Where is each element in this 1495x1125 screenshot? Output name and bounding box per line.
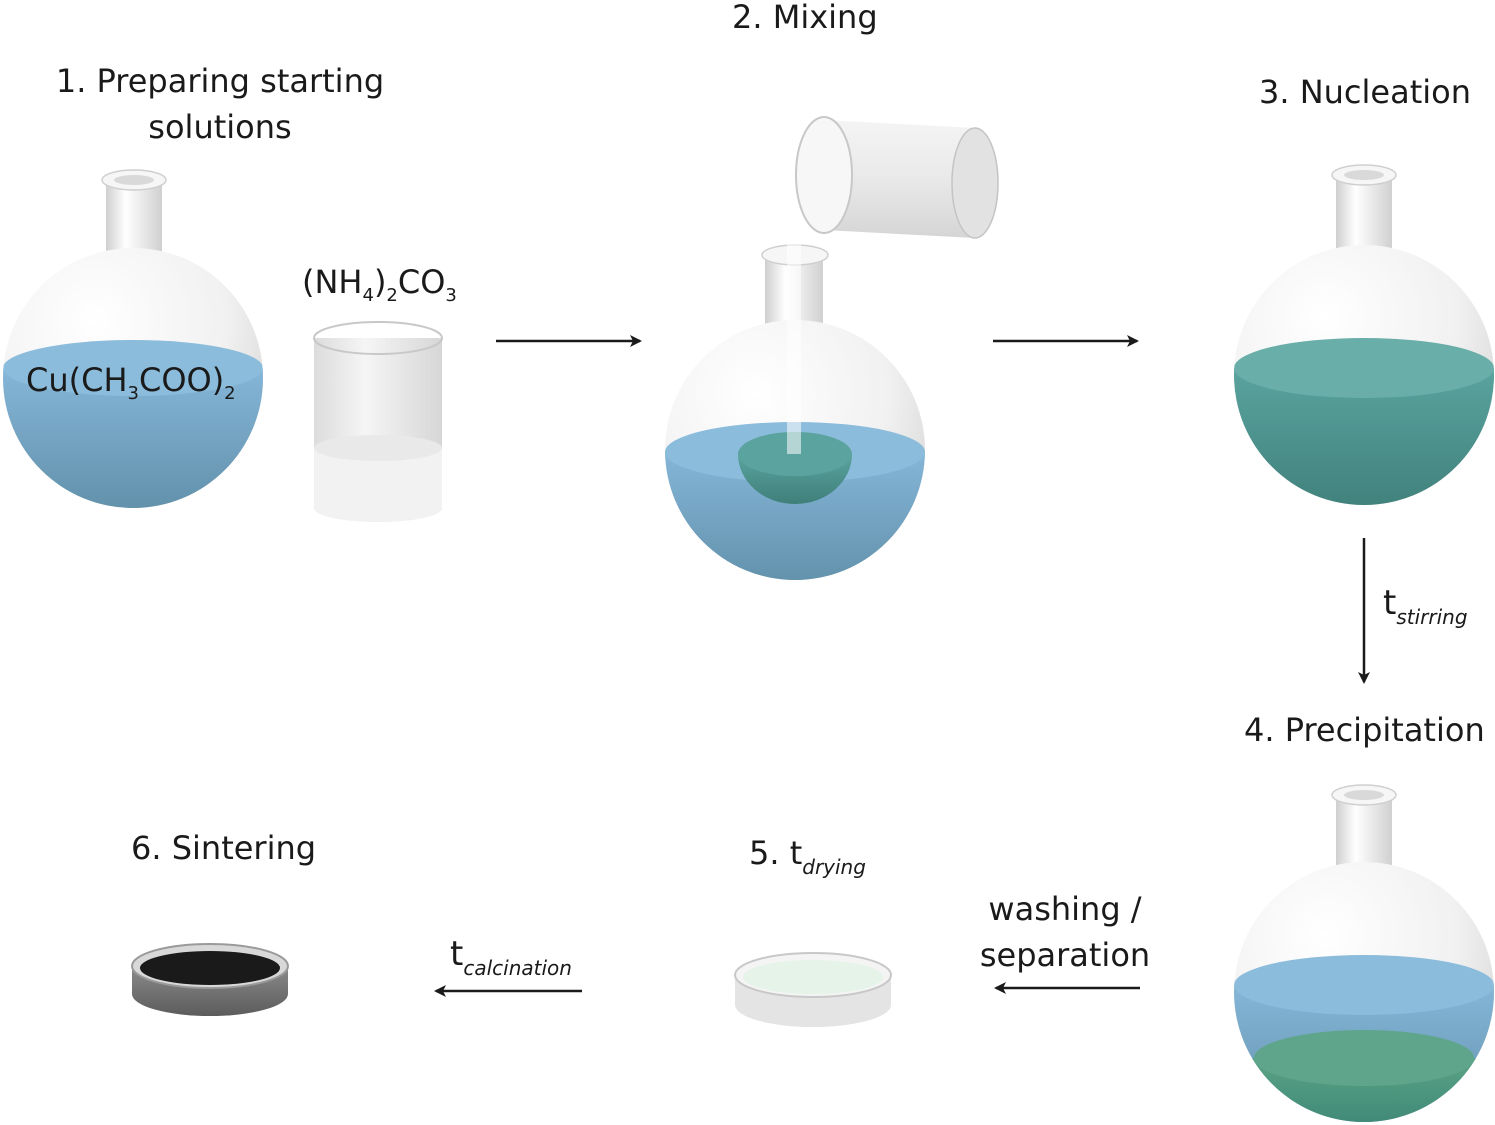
flask-nucleation — [1234, 164, 1494, 505]
reagent-subscript: 2 — [386, 285, 398, 306]
step6-title: 6. Sintering — [131, 829, 317, 867]
solution-surface — [1234, 338, 1494, 398]
flask-mouth — [1344, 790, 1384, 800]
flask-precipitation — [1234, 784, 1494, 1122]
washing-label-line1: washing / — [988, 890, 1142, 928]
reagent-part: CO — [397, 263, 446, 301]
reagent-part: COO) — [138, 361, 225, 399]
step1-title: 1. Preparing starting solutions — [40, 58, 400, 151]
time-subscript: calcination — [463, 956, 572, 980]
reagent-subscript: 3 — [445, 285, 457, 306]
beaker-reagent-label: (NH4)2CO3 — [302, 259, 457, 305]
pouring-beaker-body — [824, 120, 975, 238]
step2-title: 2. Mixing — [732, 0, 878, 36]
step1-title-line2: solutions — [148, 108, 292, 147]
flask-copper-acetate — [3, 169, 263, 508]
pouring-beaker-rim — [795, 116, 853, 234]
washing-label-line2: separation — [979, 936, 1151, 975]
step5-title-sub: drying — [802, 855, 866, 879]
time-symbol: t — [450, 934, 464, 974]
beaker-ammonium-carbonate — [313, 321, 443, 522]
black-powder — [140, 951, 280, 985]
reagent-part: ) — [373, 263, 387, 301]
solution-surface — [3, 340, 263, 396]
step5-title-prefix: 5. t — [749, 834, 803, 872]
calcination-time-label: tcalcination — [450, 930, 572, 979]
light-green-powder — [743, 960, 883, 994]
washing-label: washing / separation — [960, 886, 1170, 979]
pouring-stream — [787, 240, 801, 454]
beaker-rim — [313, 321, 443, 355]
pouring-beaker-bottom — [951, 127, 999, 239]
step4-title: 4. Precipitation — [1244, 711, 1485, 749]
step1-title-line1: 1. Preparing starting — [55, 62, 385, 100]
precipitate-surface — [1254, 1030, 1474, 1086]
reagent-part: Cu(CH — [26, 361, 128, 399]
flask-mixing — [665, 240, 925, 580]
petri-dish-drying — [734, 952, 892, 1027]
solution-surface — [1234, 955, 1494, 1015]
time-symbol: t — [1383, 583, 1397, 623]
flask-mouth — [114, 175, 154, 185]
step5-title: 5. tdrying — [749, 830, 866, 879]
flask-mouth — [1344, 170, 1384, 180]
step3-title: 3. Nucleation — [1259, 73, 1471, 111]
reagent-subscript: 3 — [127, 383, 139, 404]
petri-dish-sintering — [131, 943, 289, 1016]
beaker-solution-surface — [314, 435, 442, 461]
beaker-solution — [314, 448, 442, 522]
reagent-subscript: 4 — [362, 285, 374, 306]
time-subscript: stirring — [1396, 605, 1468, 629]
pouring-beaker — [795, 116, 999, 239]
stirring-time-label: tstirring — [1383, 579, 1468, 628]
flask-reagent-label: Cu(CH3COO)2 — [26, 357, 236, 403]
reagent-part: (NH — [302, 263, 363, 301]
reagent-subscript: 2 — [224, 383, 236, 404]
